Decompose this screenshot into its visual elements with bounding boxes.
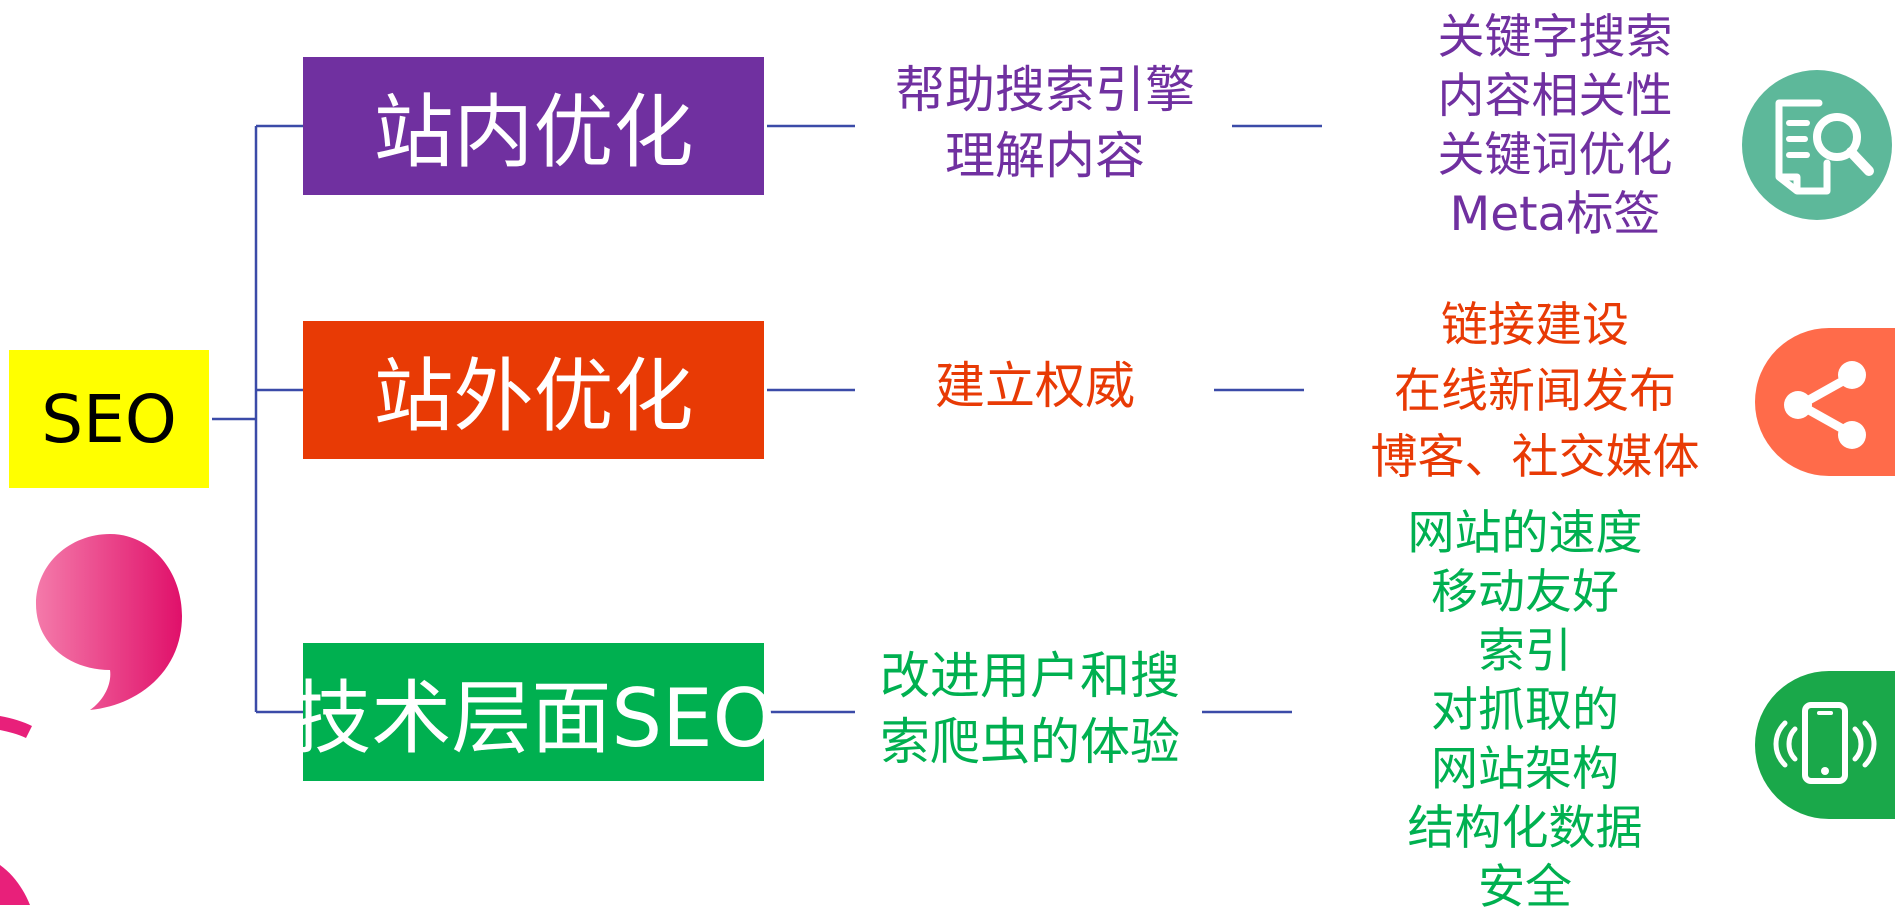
branch-box-technical: 技术层面SEO: [291, 643, 776, 781]
summary-line: 建立权威: [935, 357, 1135, 415]
root-label: SEO: [41, 380, 177, 458]
smartphone-icon: [1755, 671, 1895, 819]
branch-title-onpage: 站内优化: [373, 86, 694, 179]
document-search-icon: [1742, 70, 1892, 220]
summary-line: 理解内容: [945, 127, 1145, 185]
branch-box-onpage: 站内优化: [303, 57, 764, 195]
quote-mark-decoration: [0, 534, 182, 905]
root-node-seo: SEO: [9, 350, 209, 488]
detail-item: 内容相关性: [1437, 69, 1673, 124]
share-icon: [1755, 328, 1895, 476]
detail-item: 关键字搜索: [1437, 10, 1673, 65]
detail-item: 链接建设: [1441, 298, 1629, 353]
details-technical: 网站的速度 移动友好 索引 对抓取的 网站架构 结构化数据 安全: [1370, 504, 1680, 917]
detail-item: 在线新闻发布: [1394, 364, 1676, 419]
branch-title-offpage: 站外优化: [373, 350, 694, 443]
summary-technical: 改进用户和搜 索爬虫的体验: [860, 643, 1200, 775]
detail-item: 网站的速度: [1407, 506, 1643, 561]
summary-line: 改进用户和搜: [880, 647, 1180, 705]
detail-item: 对抓取的: [1431, 683, 1619, 738]
detail-item: 关键词优化: [1437, 128, 1673, 183]
detail-item: 结构化数据: [1407, 801, 1643, 856]
detail-item: Meta标签: [1449, 187, 1661, 242]
summary-offpage: 建立权威: [860, 353, 1210, 419]
branch-box-offpage: 站外优化: [303, 321, 764, 459]
detail-item: 博客、社交媒体: [1370, 430, 1700, 485]
summary-line: 索爬虫的体验: [880, 713, 1180, 771]
detail-item: 安全: [1478, 860, 1572, 915]
branch-title-technical: 技术层面SEO: [291, 672, 776, 765]
details-onpage: 关键字搜索 内容相关性 关键词优化 Meta标签: [1400, 8, 1710, 244]
summary-line: 帮助搜索引擎: [895, 61, 1195, 119]
details-offpage: 链接建设 在线新闻发布 博客、社交媒体: [1360, 293, 1710, 491]
detail-item: 网站架构: [1431, 742, 1619, 797]
detail-item: 移动友好: [1431, 565, 1619, 620]
summary-onpage: 帮助搜索引擎 理解内容: [860, 57, 1230, 189]
detail-item: 索引: [1478, 624, 1572, 679]
